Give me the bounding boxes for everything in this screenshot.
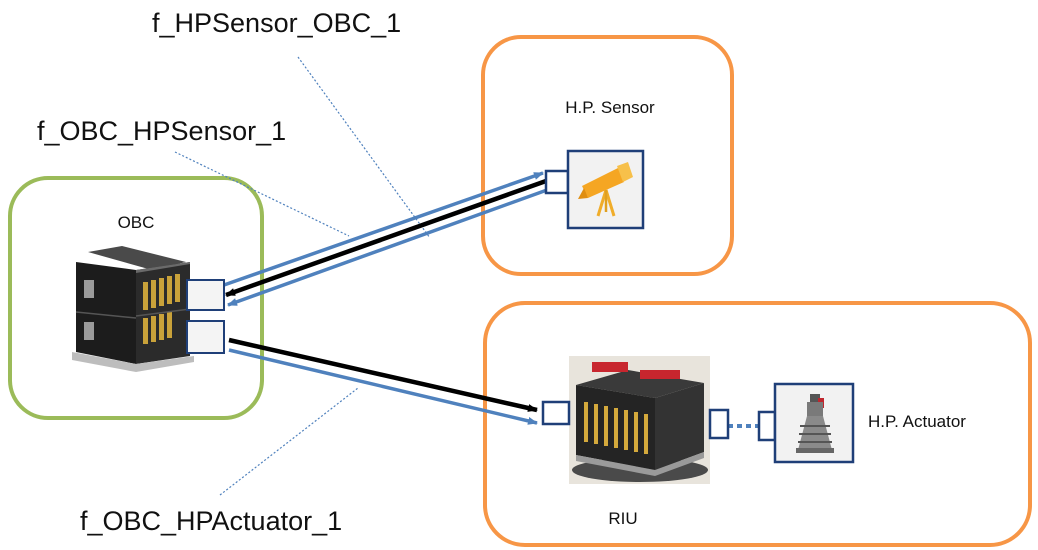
link-obc-to-riu-blue[interactable] bbox=[228, 348, 538, 425]
link-obc-to-riu-black[interactable] bbox=[228, 337, 538, 413]
obc-port-actuator[interactable] bbox=[186, 320, 225, 354]
riu-hardware-image bbox=[569, 356, 710, 484]
link-hpsensor-to-obc-blue[interactable] bbox=[227, 188, 548, 307]
link-obc-to-hpsensor-blue[interactable] bbox=[223, 171, 544, 287]
hp-actuator-label: H.P. Actuator bbox=[868, 412, 966, 431]
hp-actuator-device[interactable] bbox=[773, 382, 855, 464]
thruster-icon bbox=[796, 394, 834, 453]
hp-sensor-label: H.P. Sensor bbox=[565, 98, 655, 117]
note-line-obc-hpactuator bbox=[219, 387, 359, 496]
obc-hardware-image bbox=[72, 246, 194, 372]
obc-port-sensor[interactable] bbox=[186, 279, 225, 311]
obc-label: OBC bbox=[118, 213, 155, 232]
note-line-hpsensor-obc bbox=[297, 56, 431, 239]
riu-port-obc[interactable] bbox=[541, 400, 571, 426]
riu-label: RIU bbox=[608, 509, 637, 528]
riu-port-actuator[interactable] bbox=[708, 408, 730, 440]
hp-actuator-port[interactable] bbox=[757, 410, 777, 442]
flow-label-hpsensor-obc: f_HPSensor_OBC_1 bbox=[152, 8, 401, 38]
flow-label-obc-hpactuator: f_OBC_HPActuator_1 bbox=[80, 506, 342, 536]
note-line-obc-hpsensor bbox=[174, 151, 350, 237]
link-hpsensor-to-obc-black[interactable] bbox=[225, 178, 547, 298]
hp-sensor-port[interactable] bbox=[544, 169, 570, 195]
flow-label-obc-hpsensor: f_OBC_HPSensor_1 bbox=[37, 116, 286, 146]
hp-sensor-device[interactable] bbox=[566, 149, 645, 230]
telescope-icon bbox=[578, 162, 633, 217]
